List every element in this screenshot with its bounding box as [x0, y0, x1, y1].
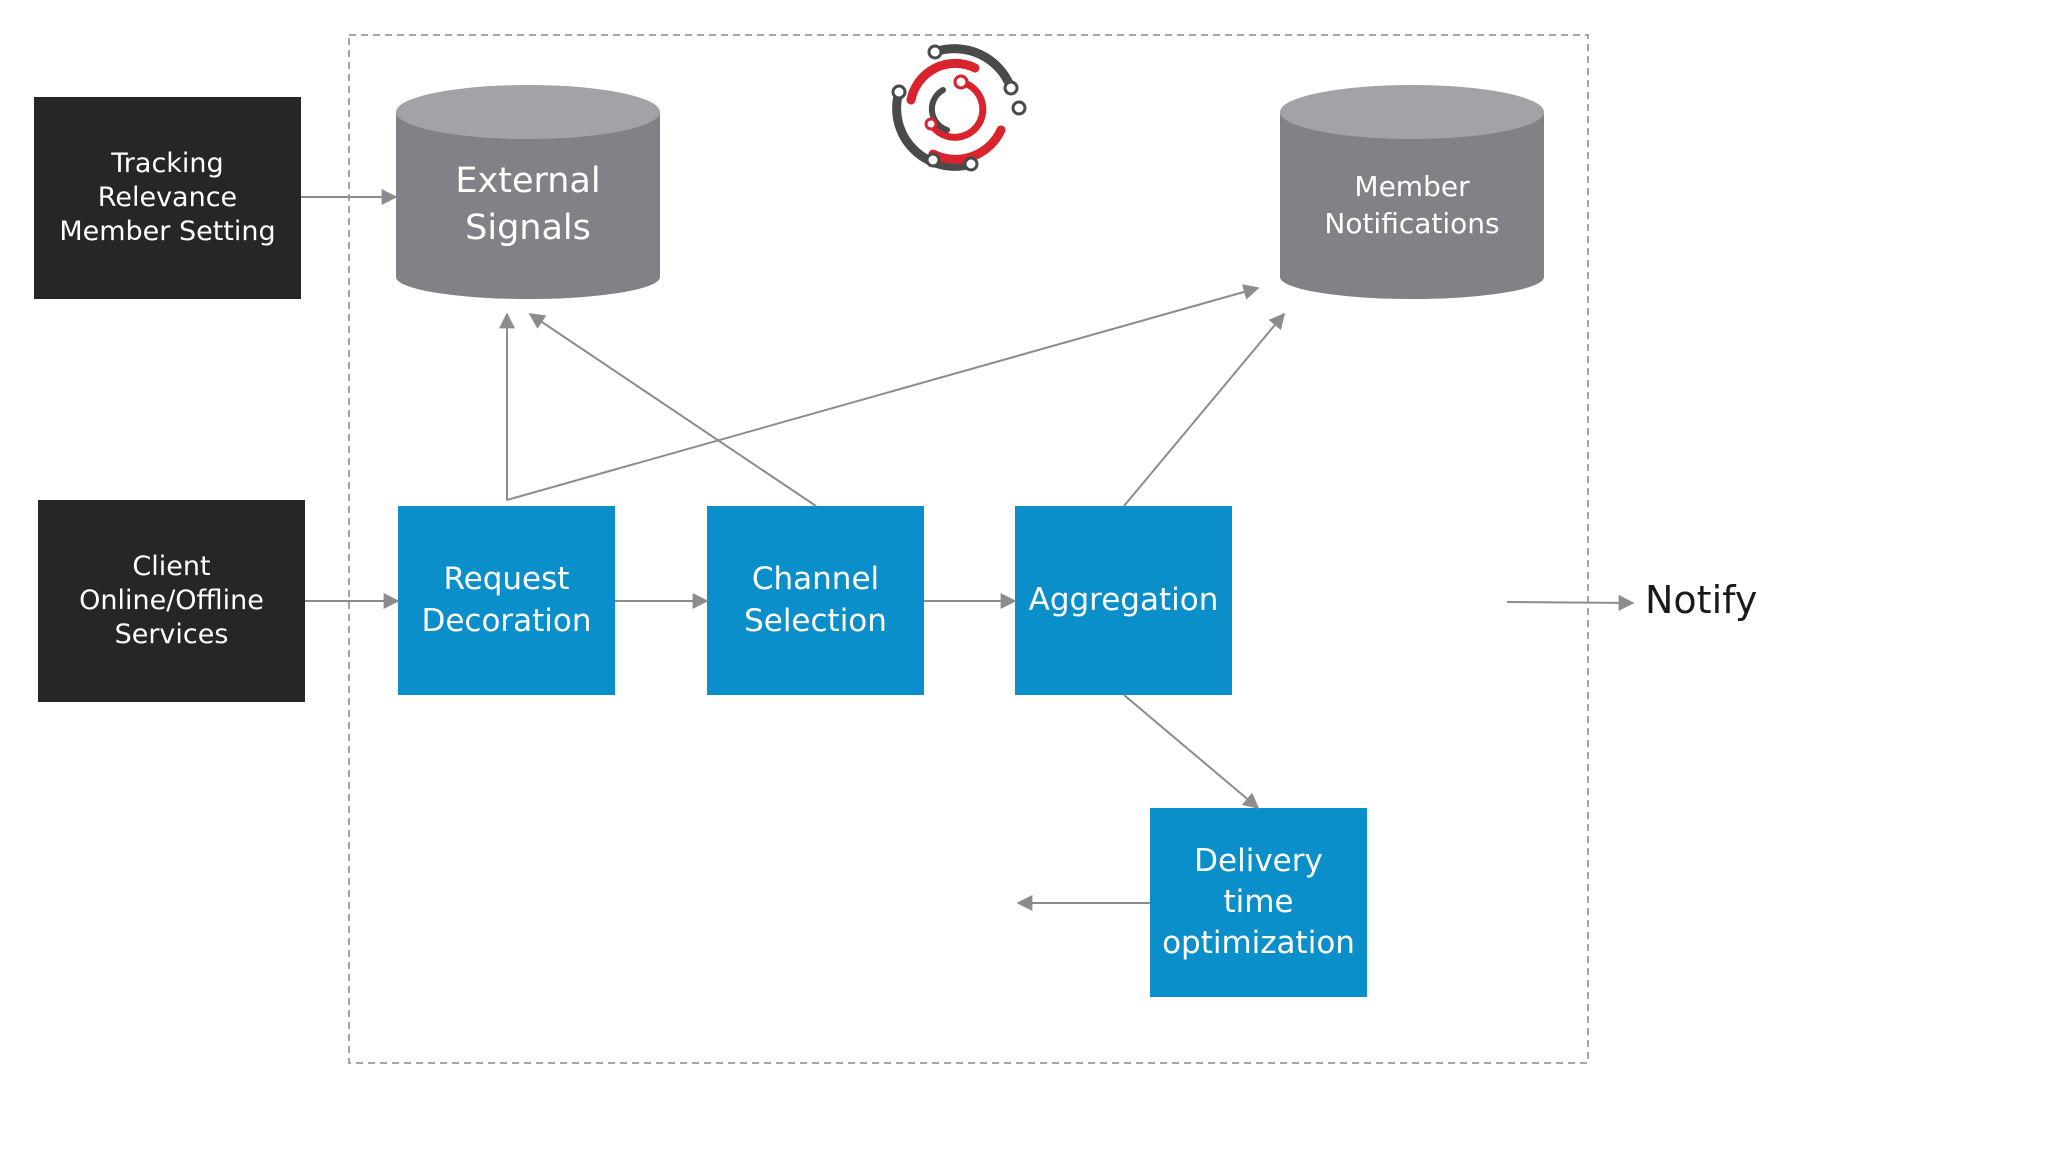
- member-notifications-store: [1280, 85, 1544, 299]
- arrow-request-to-notifications: [506, 284, 1260, 501]
- tracking-source-box: [34, 97, 301, 299]
- client-source-label: Client Online/Offline Services: [79, 551, 264, 650]
- tracking-source-label: Tracking Relevance Member Setting: [59, 148, 276, 247]
- channel-selection-label: Channel Selection: [744, 561, 887, 639]
- system-boundary: [348, 34, 1589, 1064]
- arrow-aggregation-to-notifications: [1123, 312, 1286, 507]
- circular-logo-icon: [891, 44, 1027, 172]
- delivery-time-label: Delivery time optimization: [1162, 842, 1355, 962]
- external-signals-label: External Signals: [455, 161, 601, 248]
- delivery-time-box: [1150, 808, 1367, 997]
- request-decoration-box: [398, 506, 615, 695]
- arrow-aggregation-to-delivery: [1123, 694, 1260, 810]
- member-notifications-label: Member Notifications: [1324, 169, 1500, 240]
- arrow-to-notify: [1506, 594, 1635, 611]
- aggregation-box: [1015, 506, 1232, 695]
- arrow-channel-to-signals: [528, 313, 817, 507]
- aggregation-label: Aggregation: [1028, 581, 1219, 618]
- external-signals-store: [396, 85, 660, 299]
- channel-selection-box: [707, 506, 924, 695]
- client-source-box: [38, 500, 305, 702]
- notify-label: Notify: [1645, 578, 1758, 622]
- request-decoration-label: Request Decoration: [421, 561, 592, 639]
